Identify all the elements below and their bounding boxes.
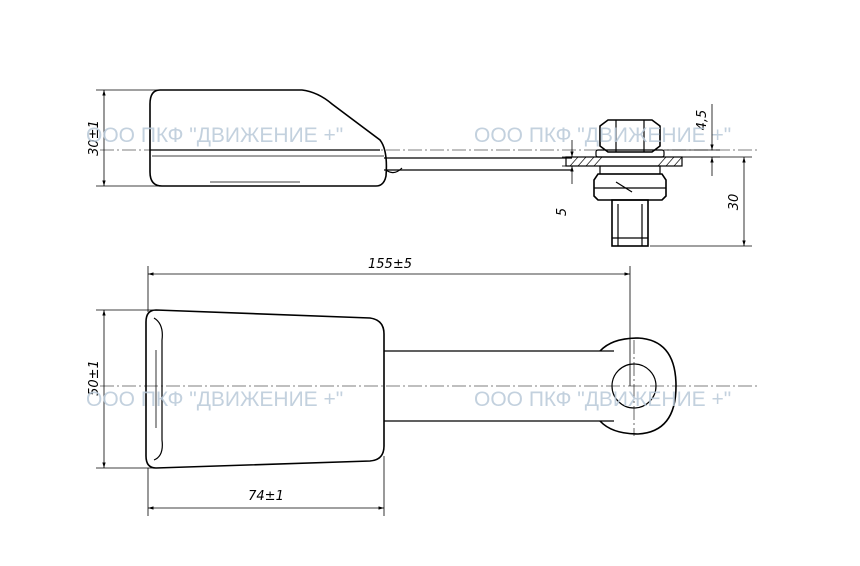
watermark-4: ООО ПКФ "ДВИЖЕНИЕ +" <box>474 388 731 411</box>
side-strap-bend <box>385 167 403 174</box>
dim-side-height-label: 30±1 <box>87 120 102 156</box>
side-lower-nut-slot <box>615 181 633 193</box>
dim-bolt-label: 30 <box>727 194 742 211</box>
dim-buckle-label: 74±1 <box>248 489 284 504</box>
top-buckle-body <box>145 309 385 469</box>
top-view: 155±5 50±1 74±1 <box>87 257 760 516</box>
side-bolt-shank <box>611 199 649 247</box>
side-washer-top <box>595 149 665 158</box>
side-plate-hatch <box>569 156 683 167</box>
side-hex-nut <box>599 119 661 153</box>
dim-width-label: 50±1 <box>87 360 102 396</box>
watermark-1: ООО ПКФ "ДВИЖЕНИЕ +" <box>86 124 343 147</box>
side-buckle-body <box>149 89 388 187</box>
side-lower-washer <box>599 165 661 175</box>
dim-plate-label: 5 <box>555 208 570 216</box>
watermark-3: ООО ПКФ "ДВИЖЕНИЕ +" <box>86 388 343 411</box>
dim-total-label: 155±5 <box>368 257 412 272</box>
side-lower-nut <box>593 173 667 201</box>
watermark-2: ООО ПКФ "ДВИЖЕНИЕ +" <box>474 124 731 147</box>
side-view: 30±1 4,5 30 5 <box>87 89 760 247</box>
watermarks: ООО ПКФ "ДВИЖЕНИЕ +" ООО ПКФ "ДВИЖЕНИЕ +… <box>86 124 731 411</box>
top-buckle-slot <box>153 317 163 461</box>
dim-gap-label: 4,5 <box>695 110 710 131</box>
